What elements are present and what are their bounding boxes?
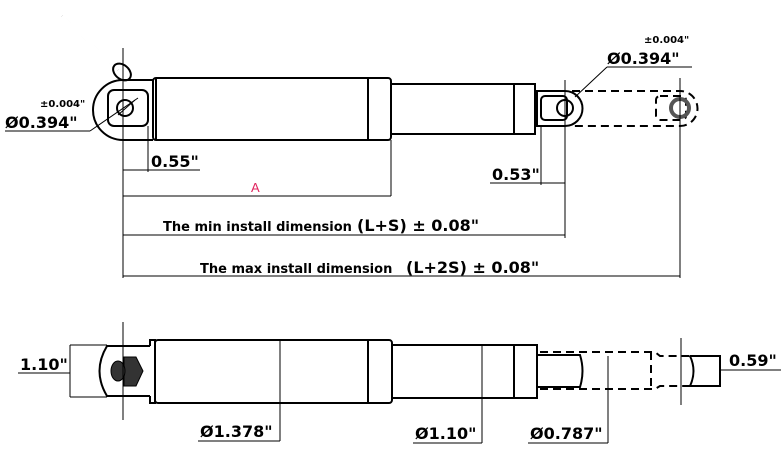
side-view: 1.10" Ø1.378" Ø1.10" Ø0.787" 0.59" — [18, 322, 781, 444]
side-extended-rod-end — [688, 355, 721, 387]
left-diameter-label: Ø0.394" — [5, 113, 78, 132]
side-motor-body — [154, 339, 393, 404]
side-rod-end — [537, 354, 584, 388]
cable — [60, 14, 132, 82]
right-diameter-label: Ø0.394" — [607, 49, 680, 68]
cable-gland — [123, 356, 144, 387]
eye-width-label: 1.10" — [20, 355, 68, 374]
rear-eye-slot — [107, 89, 149, 127]
inner-rod-diameter-label: Ø0.787" — [530, 424, 603, 443]
left-tolerance-label: ±0.004" — [40, 99, 85, 110]
outer-tube — [390, 83, 536, 135]
length-a-label: A — [251, 180, 260, 195]
body-diameter-label: Ø1.378" — [200, 422, 273, 441]
top-view: ±0.004" Ø0.394" ±0.004" Ø0.394" 0.55" 0.… — [5, 14, 699, 278]
extended-rod-outline — [572, 90, 699, 127]
rod-end-width-label: 0.59" — [729, 351, 777, 370]
eye-offset-right-label: 0.53" — [492, 165, 540, 184]
max-install-text: The max install dimension — [200, 262, 392, 277]
rod-diameter-label: Ø1.10" — [415, 424, 476, 443]
rod-end — [536, 90, 584, 127]
min-install-formula: (L+S) ± 0.08" — [357, 216, 479, 235]
rear-eye-hole — [116, 99, 134, 117]
max-install-formula: (L+2S) ± 0.08" — [406, 258, 539, 277]
rear-clevis — [92, 79, 153, 141]
motor-body — [152, 77, 392, 141]
side-clevis — [98, 345, 150, 397]
eye-offset-left-label: 0.55" — [151, 152, 199, 171]
right-tolerance-label: ±0.004" — [644, 35, 689, 46]
min-install-text: The min install dimension — [163, 220, 352, 235]
side-outer-tube — [391, 344, 538, 399]
